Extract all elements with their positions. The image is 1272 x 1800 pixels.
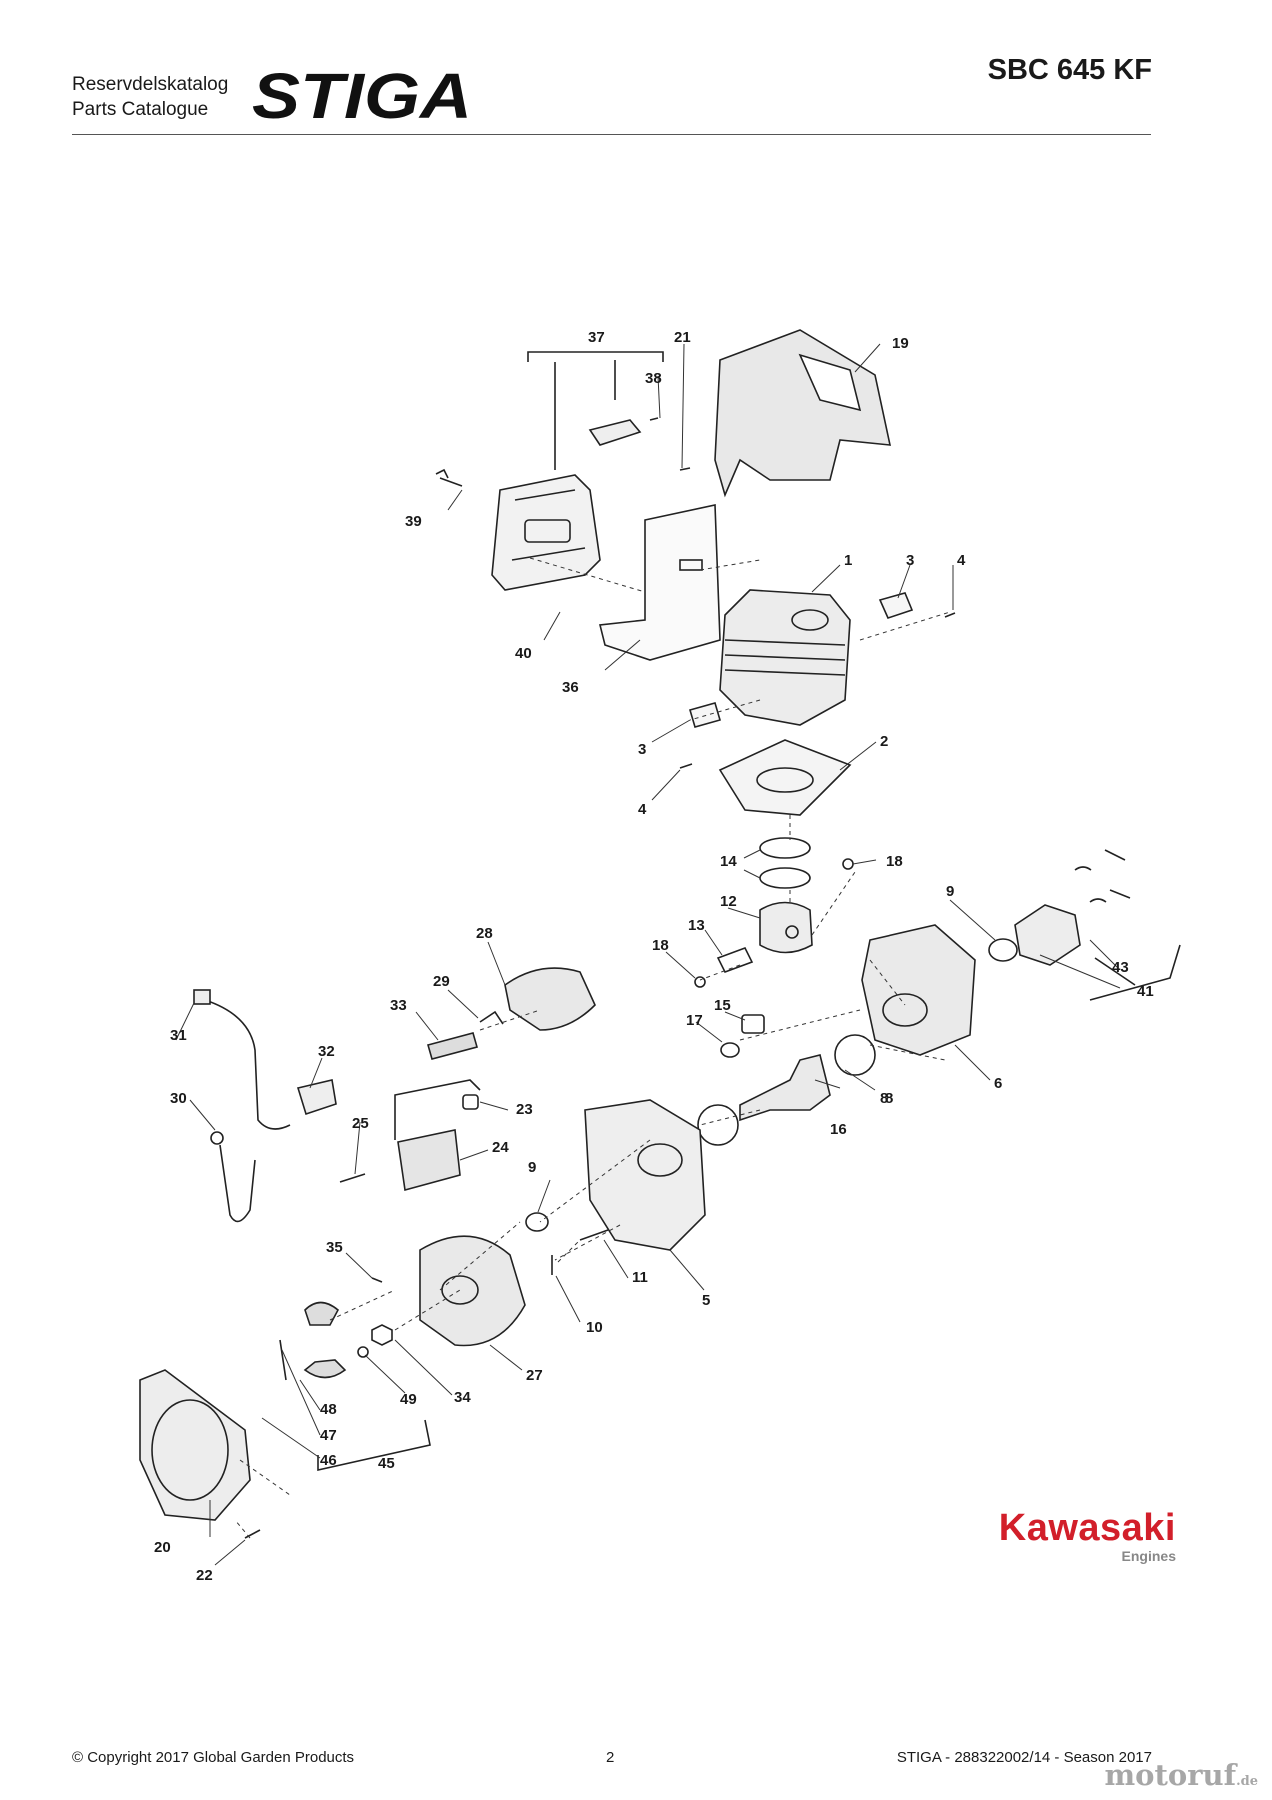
callout-label: 17 <box>686 1012 703 1029</box>
part-needle-bearing <box>741 1014 765 1034</box>
part-oil-seal-9b <box>525 1212 549 1232</box>
part-piston-ring-2 <box>759 867 811 889</box>
callout-label: 24 <box>492 1139 509 1156</box>
callout-label: 33 <box>390 997 407 1014</box>
part-gasket-3a <box>878 592 914 619</box>
callout-label: 14 <box>720 853 737 870</box>
part-clamp <box>296 1079 337 1116</box>
svg-text:STIGA: STIGA <box>252 68 472 124</box>
callout-label: 46 <box>320 1452 337 1469</box>
part-bolt-39 <box>435 468 463 487</box>
callout-label: 2 <box>880 733 888 750</box>
part-engine-cover <box>714 329 892 498</box>
callout-label: 31 <box>170 1027 187 1044</box>
watermark: motoruf.de <box>1105 1758 1259 1792</box>
callout-labels: 37 38 21 19 39 1 3 4 40 36 3 2 4 14 18 1… <box>154 329 1154 1584</box>
callout-label: 9 <box>946 883 954 900</box>
part-piston-pin <box>716 947 754 973</box>
callout-label: 43 <box>1112 959 1129 976</box>
callout-label: 47 <box>320 1427 337 1444</box>
callout-label: 16 <box>830 1121 847 1138</box>
model-number: SBC 645 KF <box>987 54 1152 86</box>
callout-label: 39 <box>405 513 422 530</box>
callout-label: 36 <box>562 679 579 696</box>
part-muffler-plate <box>588 419 642 446</box>
callout-label: 1 <box>844 552 852 569</box>
part-nut <box>371 1324 393 1346</box>
callout-label: 22 <box>196 1567 213 1584</box>
callout-label: 40 <box>515 645 532 662</box>
callout-label: 9 <box>528 1159 536 1176</box>
callout-label: 13 <box>688 917 705 934</box>
callout-label: 4 <box>957 552 966 569</box>
callout-label: 23 <box>516 1101 533 1118</box>
callout-label: 18 <box>652 937 669 954</box>
callout-label: 19 <box>892 335 909 352</box>
part-crankcase <box>584 1099 706 1251</box>
callout-label: 10 <box>586 1319 603 1336</box>
callout-label: 28 <box>476 925 493 942</box>
part-ignition-coil <box>397 1129 461 1192</box>
callout-label: 20 <box>154 1539 171 1556</box>
callout-label: 25 <box>352 1115 369 1132</box>
callout-label: 21 <box>674 329 691 346</box>
part-flywheel <box>419 1235 526 1347</box>
part-piston <box>759 901 813 954</box>
callout-label: 18 <box>886 853 903 870</box>
part-oil-seal-9a <box>988 938 1018 962</box>
part-crankcase-half <box>861 924 976 1056</box>
part-fan-housing <box>139 1369 251 1521</box>
part-ball-bearing-8a <box>834 1034 876 1076</box>
part-clutch-shoe-1 <box>304 1301 340 1326</box>
part-plug-cover <box>504 967 596 1031</box>
callout-label: 35 <box>326 1239 343 1256</box>
kawasaki-engines-label: Engines <box>1121 1548 1176 1564</box>
callout-label: 48 <box>320 1401 337 1418</box>
part-starter-pawl-housing <box>1014 904 1081 966</box>
callout-label: 12 <box>720 893 737 910</box>
kawasaki-wordmark: Kawasaki <box>998 1507 1176 1549</box>
kawasaki-logo: Kawasaki Engines <box>999 1508 1176 1564</box>
callout-label: 45 <box>378 1455 395 1472</box>
header-divider <box>72 134 1151 135</box>
part-ball-bearing-8b <box>697 1104 739 1146</box>
callout-label: 37 <box>588 329 605 346</box>
part-stop-wire <box>204 999 291 1223</box>
callout-label: 41 <box>1137 983 1154 1000</box>
callout-label: 3 <box>638 741 646 758</box>
part-spark-plug <box>427 1032 478 1060</box>
callout-label: 30 <box>170 1090 187 1107</box>
callout-label: 38 <box>645 370 662 387</box>
callout-label: 4 <box>638 801 647 818</box>
callout-label: 29 <box>433 973 450 990</box>
callout-label: 8 <box>885 1090 893 1107</box>
callout-label: 49 <box>400 1391 417 1408</box>
catalog-title-line1: Reservdelskatalog <box>72 74 229 95</box>
part-crankshaft <box>739 1054 831 1122</box>
part-muffler <box>491 474 601 591</box>
callout-label: 5 <box>702 1292 710 1309</box>
footer-page-number: 2 <box>606 1749 615 1766</box>
part-gasket-3b <box>689 702 721 728</box>
callout-label: 27 <box>526 1367 543 1384</box>
footer-copyright: © Copyright 2017 Global Garden Products <box>72 1749 355 1766</box>
part-muffler-gasket <box>599 504 721 661</box>
callout-label: 32 <box>318 1043 335 1060</box>
watermark-main: motoruf <box>1104 1758 1237 1792</box>
callout-label: 6 <box>994 1075 1002 1092</box>
callout-label: 11 <box>632 1269 648 1286</box>
watermark-suffix: .de <box>1236 1774 1258 1789</box>
catalog-title: Reservdelskatalog Parts Catalogue <box>72 72 228 122</box>
callout-label: 34 <box>454 1389 471 1406</box>
callout-label: 3 <box>906 552 914 569</box>
footer-catalog-id: STIGA - 288322002/14 - Season 2017 <box>896 1749 1152 1766</box>
callout-label: 8 <box>880 1090 888 1107</box>
part-piston-ring-1 <box>759 837 811 859</box>
catalog-title-line2: Parts Catalogue <box>72 99 209 120</box>
callout-label: 15 <box>714 997 731 1014</box>
part-clutch-shoe-2 <box>303 1359 347 1379</box>
part-base-gasket <box>718 739 852 816</box>
stiga-logo: STIGA <box>252 68 472 124</box>
